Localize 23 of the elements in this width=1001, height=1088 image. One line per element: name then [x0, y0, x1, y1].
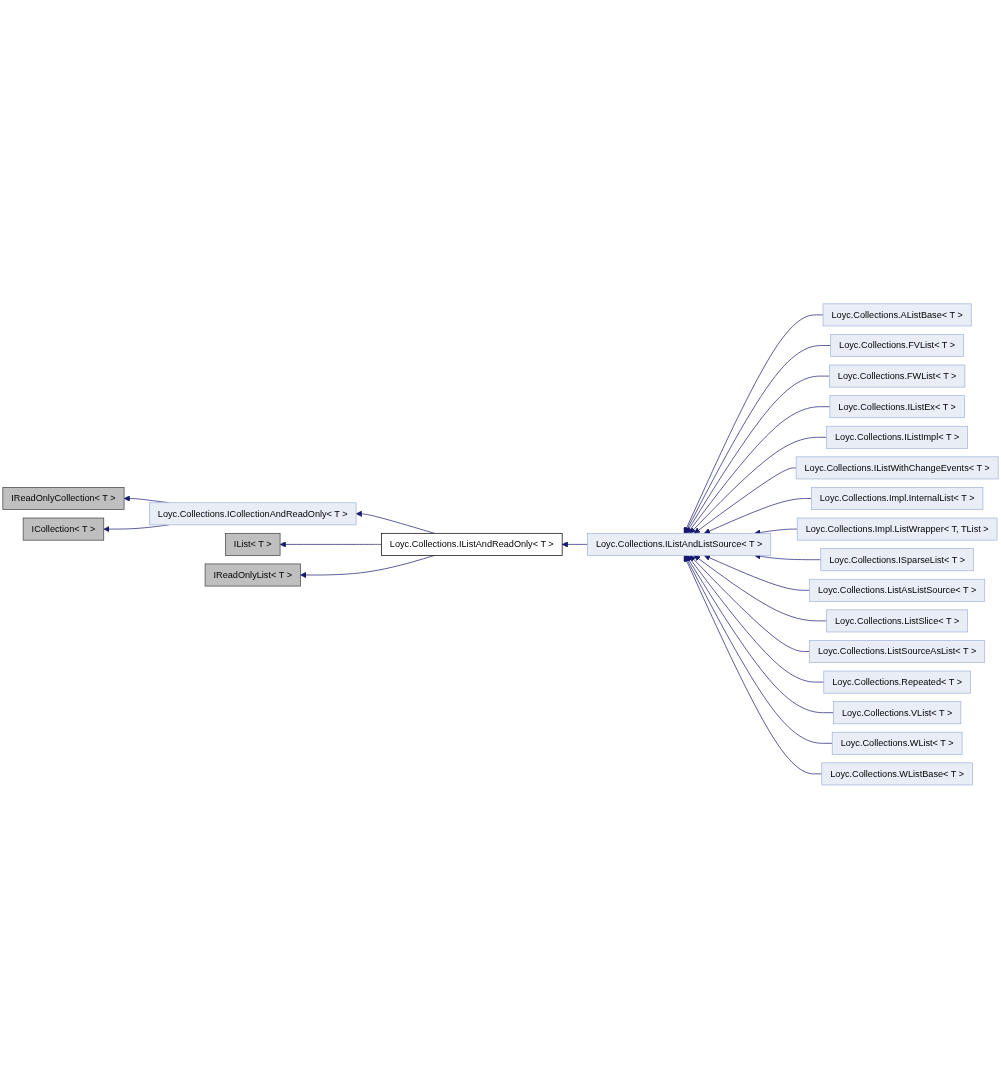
node-box: Loyc.Collections.ISparseList< T >: [820, 547, 974, 571]
node-box: Loyc.Collections.WList< T >: [831, 731, 963, 755]
node-box: Loyc.Collections.IListEx< T >: [829, 394, 965, 418]
node-box: Loyc.Collections.ICollectionAndReadOnly< T >: [149, 501, 357, 525]
node-box: Loyc.Collections.AListBase< T >: [822, 303, 972, 326]
node-box: Loyc.Collections.IListImpl< T >: [826, 425, 969, 449]
node-box: Loyc.Collections.IListAndReadOnly< T >: [381, 532, 563, 556]
node-box: Loyc.Collections.Repeated< T >: [823, 670, 971, 694]
node-box: Loyc.Collections.ListSlice< T >: [826, 609, 969, 632]
node-box: Loyc.Collections.IListAndListSource< T >: [587, 532, 772, 556]
node-box: ICollection< T >: [22, 517, 105, 541]
node-box: Loyc.Collections.IListWithChangeEvents< T >: [795, 456, 999, 479]
node-box: Loyc.Collections.WListBase< T >: [821, 762, 973, 785]
node-box: Loyc.Collections.VList< T >: [833, 700, 962, 724]
node-box: Loyc.Collections.FWList< T >: [829, 364, 966, 388]
node-box: Loyc.Collections.Impl.ListWrapper< T, TList >: [796, 517, 998, 541]
node-box: Loyc.Collections.ListAsListSource< T >: [809, 578, 986, 602]
node-box: Loyc.Collections.ListSourceAsList< T >: [809, 639, 986, 663]
node-box: IList< T >: [225, 532, 281, 556]
node-box: IReadOnlyList< T >: [204, 563, 301, 586]
node-box: Loyc.Collections.Impl.InternalList< T >: [811, 486, 984, 510]
node-box: IReadOnlyCollection< T >: [2, 486, 125, 510]
node-box: Loyc.Collections.FVList< T >: [830, 333, 964, 357]
